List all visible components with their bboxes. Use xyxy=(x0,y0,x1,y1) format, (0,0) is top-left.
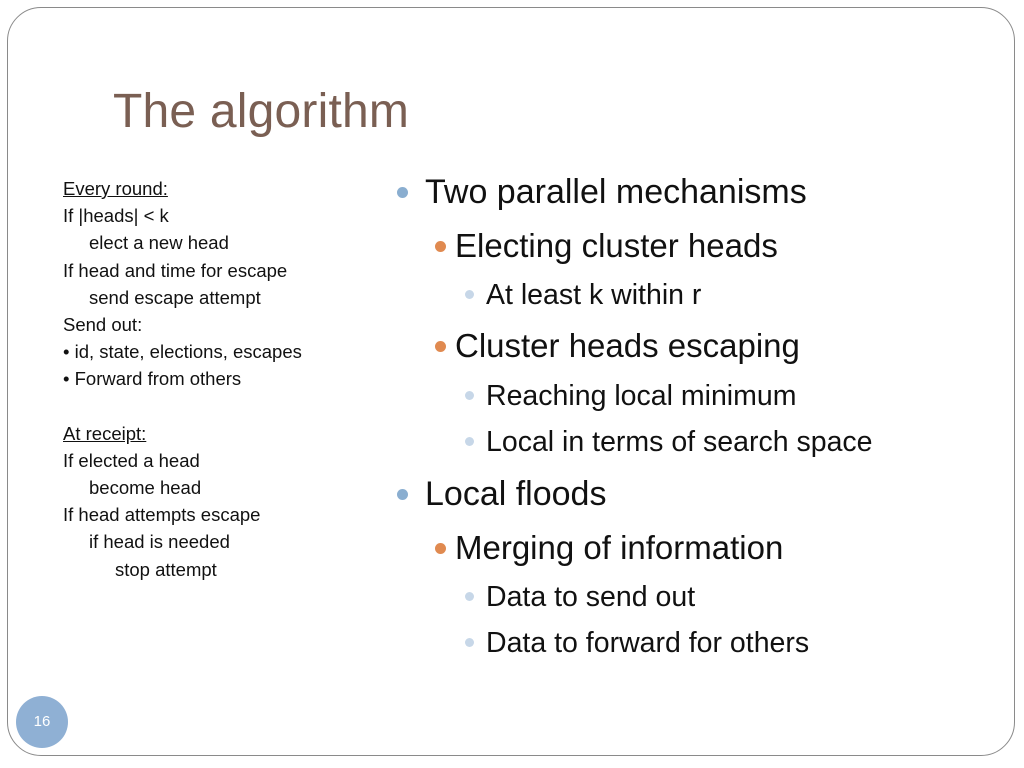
pseudocode-line: if head is needed xyxy=(89,531,230,553)
pseudocode-line: At receipt: xyxy=(63,422,147,444)
pseudocode-line: If elected a head xyxy=(63,449,200,471)
bullet-text: Electing cluster heads xyxy=(455,227,778,264)
bullet-dot-icon xyxy=(465,638,474,647)
bullet-text: Merging of information xyxy=(455,529,784,566)
bullet-text: Data to forward for others xyxy=(486,627,810,659)
bullet-text: Local floods xyxy=(425,475,607,513)
slide-frame xyxy=(7,7,1015,756)
slide-number-badge: 16 xyxy=(16,696,68,748)
bullet-item: Data to forward for others xyxy=(393,623,993,663)
bullet-item: Local floods xyxy=(393,472,993,516)
pseudocode-line: If |heads| < k xyxy=(63,205,169,227)
bullet-item: Cluster heads escaping xyxy=(393,324,993,368)
bullet-item: Data to send out xyxy=(393,577,993,617)
bullet-text: Reaching local minimum xyxy=(486,380,797,412)
bullet-text: Cluster heads escaping xyxy=(455,327,800,364)
pseudocode-line: • Forward from others xyxy=(63,368,242,390)
bullet-dot-icon xyxy=(465,437,474,446)
bullet-text: Two parallel mechanisms xyxy=(425,173,807,211)
bullet-list: Two parallel mechanisms Electing cluster… xyxy=(393,170,993,663)
bullet-dot-icon xyxy=(465,290,474,299)
bullet-dot-icon xyxy=(397,489,408,500)
pseudocode-line: • id, state, elections, escapes xyxy=(63,341,302,363)
bullet-dot-icon xyxy=(435,543,446,554)
pseudocode-line: become head xyxy=(89,477,202,499)
bullet-dot-icon xyxy=(435,241,446,252)
bullet-dot-icon xyxy=(465,391,474,400)
bullet-dot-icon xyxy=(435,341,446,352)
bullet-text: Data to send out xyxy=(486,581,696,613)
bullet-dot-icon xyxy=(465,592,474,601)
bullet-item: At least k within r xyxy=(393,275,993,315)
bullet-item: Electing cluster heads xyxy=(393,224,993,268)
bullet-text: At least k within r xyxy=(486,279,702,311)
pseudocode-line: stop attempt xyxy=(115,558,217,580)
bullet-item: Merging of information xyxy=(393,526,993,570)
pseudocode-line: send escape attempt xyxy=(89,286,261,308)
bullet-item: Reaching local minimum xyxy=(393,376,993,416)
pseudocode-line: If head and time for escape xyxy=(63,259,288,281)
algorithm-pseudocode: Every round: If |heads| < k elect a new … xyxy=(63,175,383,583)
slide-title: The algorithm xyxy=(113,85,410,138)
bullet-item: Local in terms of search space xyxy=(393,422,993,462)
pseudocode-line: Send out: xyxy=(63,314,143,336)
bullet-text: Local in terms of search space xyxy=(486,426,873,458)
pseudocode-spacer xyxy=(63,393,383,420)
pseudocode-line: elect a new head xyxy=(89,232,229,254)
bullet-dot-icon xyxy=(397,187,408,198)
pseudocode-line: Every round: xyxy=(63,178,168,199)
bullet-item: Two parallel mechanisms xyxy=(393,170,993,214)
pseudocode-line: If head attempts escape xyxy=(63,504,261,526)
